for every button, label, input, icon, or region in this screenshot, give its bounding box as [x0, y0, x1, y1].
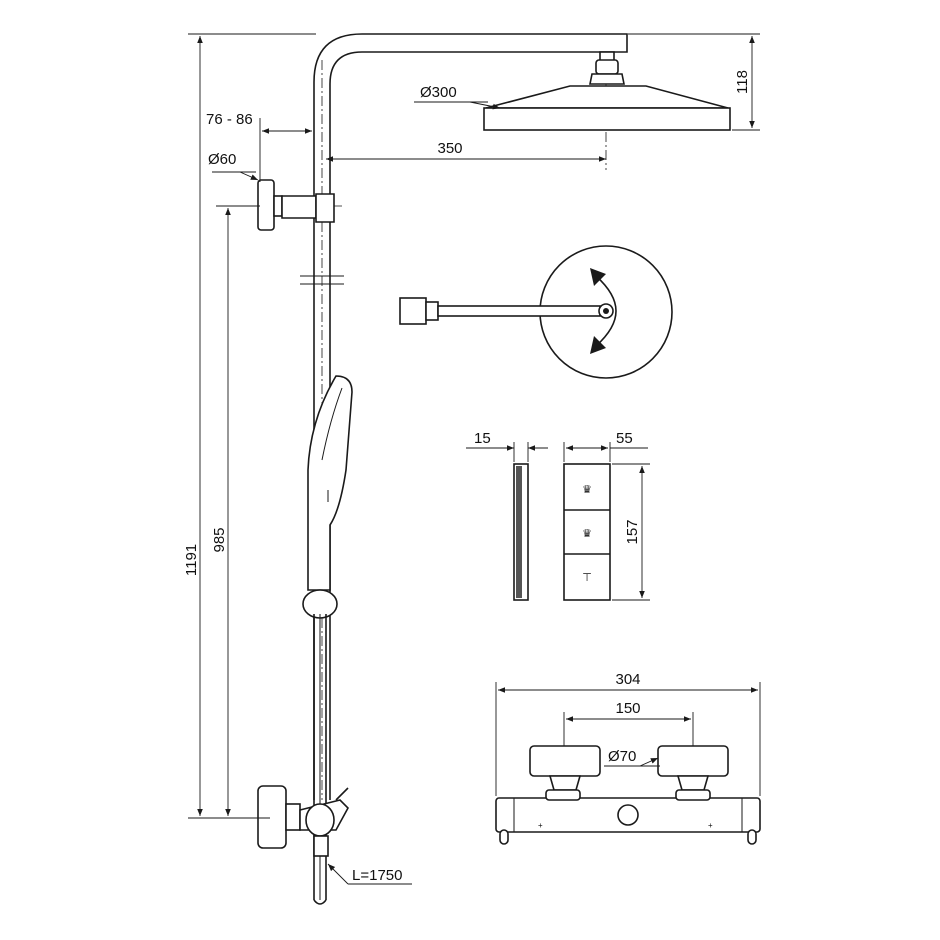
dim-mixer-length: 304	[495, 671, 761, 796]
thermostatic-mixer: + +	[495, 745, 761, 845]
wall-bracket-top	[257, 179, 335, 231]
label-o300: Ø300	[420, 84, 457, 101]
label-157: 157	[624, 519, 641, 544]
hand-shower	[307, 375, 353, 591]
dim-head-dia: Ø300	[414, 84, 501, 110]
rotation-arrow-icon	[590, 268, 617, 354]
label-118: 118	[734, 70, 751, 94]
label-350: 350	[437, 140, 462, 157]
mixer-mark: +	[708, 821, 713, 830]
dim-hose-length: L=1750	[327, 863, 412, 885]
dim-offset: 76 - 86	[206, 111, 312, 182]
panel-front-view: ♛ ♛ ⊤	[563, 463, 611, 601]
hose	[313, 614, 327, 905]
head-shower	[483, 51, 731, 131]
ideal-standard-logo-icon: ♛	[582, 484, 592, 496]
label-985: 985	[211, 527, 228, 552]
dim-arm-reach: 350	[326, 140, 606, 162]
label-1191: 1191	[183, 544, 200, 576]
label-15: 15	[474, 430, 491, 447]
thermometer-icon: ⊤	[582, 572, 592, 584]
label-55: 55	[616, 430, 633, 447]
dim-head-height: 118	[628, 33, 760, 131]
label-304: 304	[615, 671, 640, 688]
label-150: 150	[615, 700, 640, 717]
dim-knob-dia: Ø70	[604, 748, 660, 767]
dim-panel-height: 157	[612, 463, 650, 601]
dim-mixer-centers: 150	[563, 700, 694, 746]
dim-panel-width: 55	[563, 430, 648, 462]
bottom-mixer-connection	[257, 785, 349, 857]
label-l1750: L=1750	[352, 867, 402, 884]
rotation-detail	[399, 245, 673, 379]
ideal-standard-logo-icon: ♛	[582, 528, 592, 540]
label-o70: Ø70	[608, 748, 636, 765]
label-76-86: 76 - 86	[206, 111, 253, 128]
mixer-mark: +	[538, 821, 543, 830]
hand-shower-holder	[302, 589, 338, 619]
dim-panel-depth: 15	[466, 430, 548, 462]
panel-side-view	[513, 463, 529, 601]
dim-bracket-dia: Ø60	[208, 151, 259, 181]
dim-rail-height: 985	[211, 205, 260, 816]
dim-overall-height: 1191	[183, 33, 316, 819]
label-o60: Ø60	[208, 151, 236, 168]
